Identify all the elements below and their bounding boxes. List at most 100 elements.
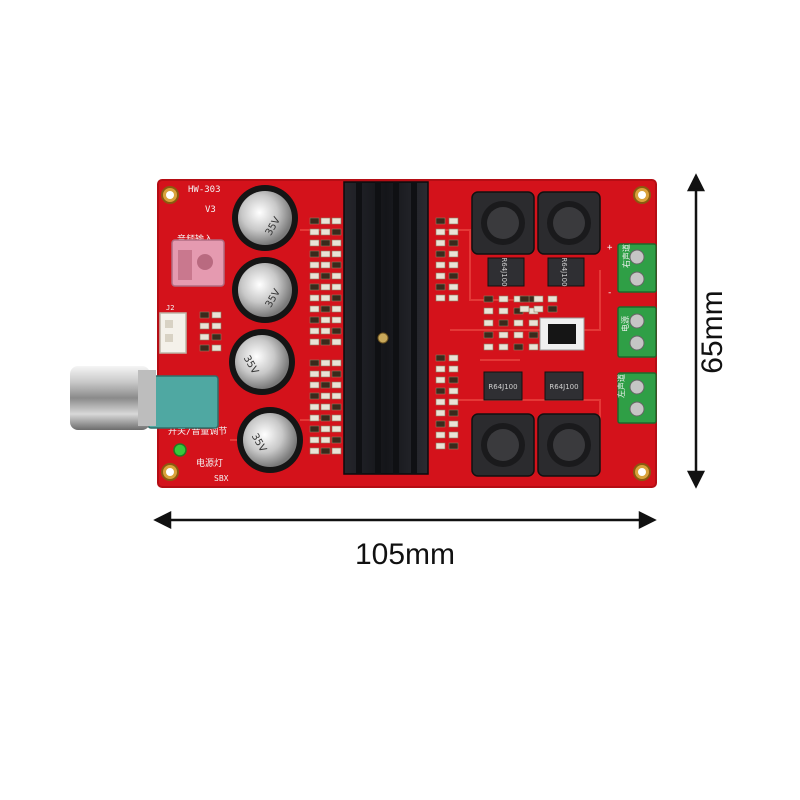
smd-part — [199, 333, 210, 341]
smd-part — [320, 283, 331, 291]
smd-part — [448, 261, 459, 269]
smd-part — [483, 295, 494, 303]
smd-part — [320, 239, 331, 247]
smd-part — [331, 272, 342, 280]
smd-part — [331, 305, 342, 313]
smd-part — [309, 370, 320, 378]
smd-part — [483, 319, 494, 327]
terminal-block — [617, 306, 657, 358]
smd-part — [309, 239, 320, 247]
smd-part — [331, 250, 342, 258]
central-chip — [539, 317, 585, 351]
smd-part — [309, 294, 320, 302]
smd-part — [199, 311, 210, 319]
smd-part — [498, 343, 509, 351]
smd-part — [320, 327, 331, 335]
smd-part — [309, 403, 320, 411]
terminal-block — [617, 372, 657, 424]
smd-part — [309, 250, 320, 258]
capacitor: 35V — [232, 185, 298, 251]
terminal-label-right-channel: 右声道 — [621, 244, 631, 268]
smd-part — [309, 447, 320, 455]
smd-part — [331, 228, 342, 236]
smd-part — [513, 319, 524, 327]
smd-part — [331, 370, 342, 378]
svg-text:R64J100: R64J100 — [549, 383, 578, 391]
smd-part — [309, 338, 320, 346]
smd-part — [448, 250, 459, 258]
smd-part — [528, 319, 539, 327]
smd-part — [435, 376, 446, 384]
smd-part — [519, 305, 530, 313]
smd-part — [448, 239, 459, 247]
smd-part — [331, 261, 342, 269]
smd-part — [498, 319, 509, 327]
smd-part — [320, 316, 331, 324]
j2-connector — [159, 312, 187, 354]
smd-part — [448, 431, 459, 439]
smd-part — [309, 392, 320, 400]
smd-part — [448, 387, 459, 395]
smd-part — [435, 365, 446, 373]
smd-part — [320, 250, 331, 258]
capacitor: 35V — [229, 329, 295, 395]
smd-part — [320, 294, 331, 302]
capacitor: 35V — [232, 257, 298, 323]
smd-part — [435, 272, 446, 280]
smd-part — [331, 217, 342, 225]
smd-part — [320, 305, 331, 313]
smd-part — [331, 381, 342, 389]
smd-part — [519, 295, 530, 303]
smd-part — [448, 420, 459, 428]
svg-text:R64J100: R64J100 — [488, 383, 517, 391]
smd-part — [435, 442, 446, 450]
smd-part — [309, 425, 320, 433]
smd-part — [211, 311, 222, 319]
smd-part — [448, 398, 459, 406]
capacitor: 35V — [237, 407, 303, 473]
smd-part — [435, 294, 446, 302]
smd-part — [309, 305, 320, 313]
smd-part — [331, 447, 342, 455]
smd-part — [320, 338, 331, 346]
power-led-label: 电源灯 — [196, 457, 223, 469]
smd-part — [309, 283, 320, 291]
smd-part — [331, 403, 342, 411]
smd-part — [513, 331, 524, 339]
smd-part — [498, 331, 509, 339]
version-label: V3 — [205, 205, 216, 215]
smd-part — [483, 331, 494, 339]
smd-part — [547, 295, 558, 303]
model-label: HW-303 — [188, 185, 221, 195]
smd-part — [483, 307, 494, 315]
smd-part — [320, 228, 331, 236]
smd-part — [320, 381, 331, 389]
width-dimension-arrow — [153, 510, 657, 530]
smd-part — [309, 359, 320, 367]
smd-part — [331, 239, 342, 247]
smd-part — [435, 283, 446, 291]
smd-part — [435, 420, 446, 428]
height-dimension-label: 65mm — [696, 290, 729, 373]
smd-part — [435, 387, 446, 395]
smd-part — [331, 316, 342, 324]
j2-label: J2 — [166, 304, 174, 312]
smd-part — [331, 327, 342, 335]
smd-part — [448, 442, 459, 450]
plus-sign: + — [607, 243, 613, 253]
smd-part — [320, 272, 331, 280]
smd-part — [199, 322, 210, 330]
smd-part — [320, 217, 331, 225]
signature-label: SBX — [214, 474, 229, 483]
smd-part — [435, 354, 446, 362]
smd-components-left — [199, 217, 342, 455]
smd-part — [435, 398, 446, 406]
smd-part — [320, 436, 331, 444]
inductors: R64J100 R64J100 R64J100 R64J100 — [471, 191, 601, 477]
smd-part — [331, 436, 342, 444]
smd-part — [435, 409, 446, 417]
smd-part — [331, 392, 342, 400]
smd-part — [320, 414, 331, 422]
smd-part — [320, 392, 331, 400]
height-dimension-arrow — [686, 173, 706, 489]
